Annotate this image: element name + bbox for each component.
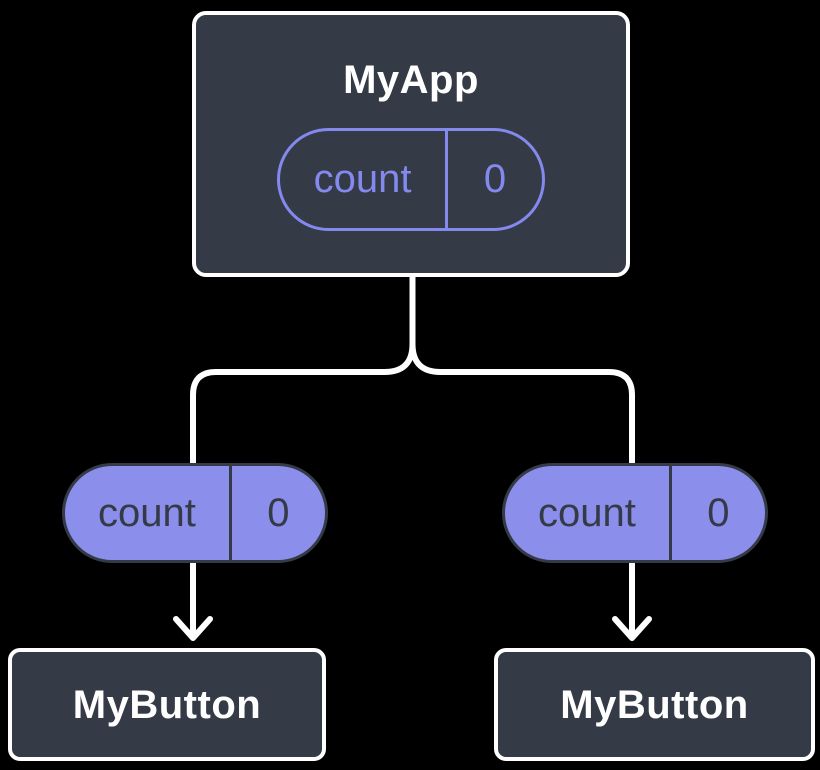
state-pill: count 0 — [277, 128, 545, 231]
prop-pill-right: count 0 — [502, 463, 768, 563]
pill-divider — [668, 466, 672, 560]
mybutton-node-right: MyButton — [494, 648, 815, 761]
myapp-node: MyApp count 0 — [192, 11, 630, 277]
root-node-title: MyApp — [343, 58, 479, 102]
pill-divider — [228, 466, 232, 560]
child-node-title: MyButton — [560, 682, 749, 727]
state-name: count — [313, 157, 412, 201]
pill-divider — [445, 131, 449, 228]
state-value: 0 — [483, 157, 507, 201]
arrow-right-head-icon — [612, 616, 652, 641]
mybutton-node-left: MyButton — [8, 648, 326, 761]
arrow-left-head-icon — [173, 616, 213, 641]
prop-value: 0 — [707, 490, 730, 535]
prop-name: count — [537, 490, 636, 535]
prop-name: count — [97, 490, 196, 535]
child-node-title: MyButton — [72, 682, 262, 727]
fork-connector-left — [190, 273, 416, 473]
prop-pill-left: count 0 — [62, 463, 328, 563]
fork-connector-right — [409, 273, 635, 473]
prop-value: 0 — [267, 490, 290, 535]
